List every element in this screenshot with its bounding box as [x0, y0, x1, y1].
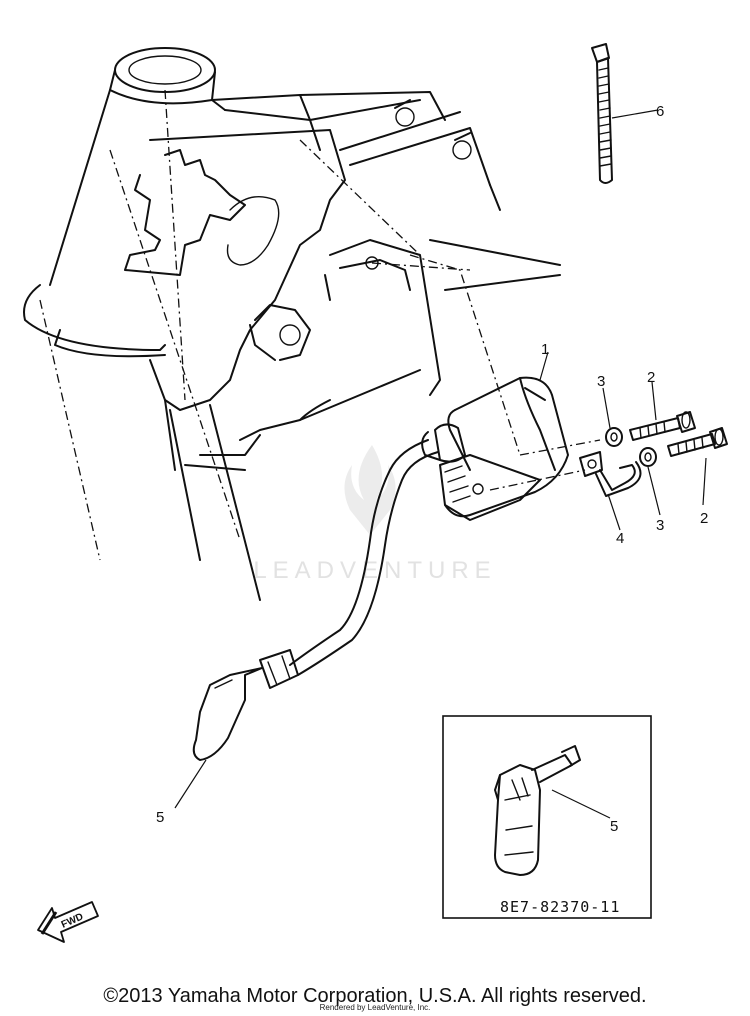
callout-3-lower: 3: [656, 517, 664, 534]
ignition-coil: [421, 376, 569, 521]
copyright-notice: ©2013 Yamaha Motor Corporation, U.S.A. A…: [103, 985, 647, 1007]
inset-part-code: 8E7-82370-11: [500, 898, 620, 916]
callout-4: 4: [616, 530, 624, 547]
inset-box: 8E7-82370-11: [442, 715, 652, 919]
fwd-arrow-icon: FWD: [37, 901, 99, 943]
callout-5-inset: 5: [610, 818, 618, 835]
washer-lower: [639, 447, 657, 467]
washer-upper: [605, 427, 623, 447]
callout-5: 5: [156, 809, 164, 826]
coil-mount-bracket: [324, 239, 441, 396]
watermark-text: LEADVENTURE: [253, 557, 496, 584]
frame-rails: [169, 239, 561, 601]
callout-1: 1: [541, 341, 549, 358]
callout-6: 6: [656, 103, 664, 120]
callout-3-upper: 3: [597, 373, 605, 390]
frame-gusset-plate: [124, 129, 346, 411]
frame-head-pipe: [23, 47, 226, 358]
cable-tie: [591, 43, 613, 184]
bolt-upper: [629, 411, 696, 441]
rendered-by-notice: Rendered by LeadVenture, Inc.: [319, 1003, 431, 1012]
watermark: LEADVENTURE: [253, 445, 496, 584]
callout-2-lower: 2: [700, 510, 708, 527]
high-tension-cord: [289, 439, 439, 676]
cord-clamp: [579, 451, 642, 497]
spark-plug-cap: [192, 649, 299, 761]
bolt-lower: [667, 427, 728, 457]
dashed-leader-lines: [39, 89, 601, 561]
callout-leaders: [174, 109, 707, 819]
inset-spark-plug-cap: [494, 745, 581, 876]
callout-2-upper: 2: [647, 369, 655, 386]
frame-tubes: [149, 91, 501, 471]
